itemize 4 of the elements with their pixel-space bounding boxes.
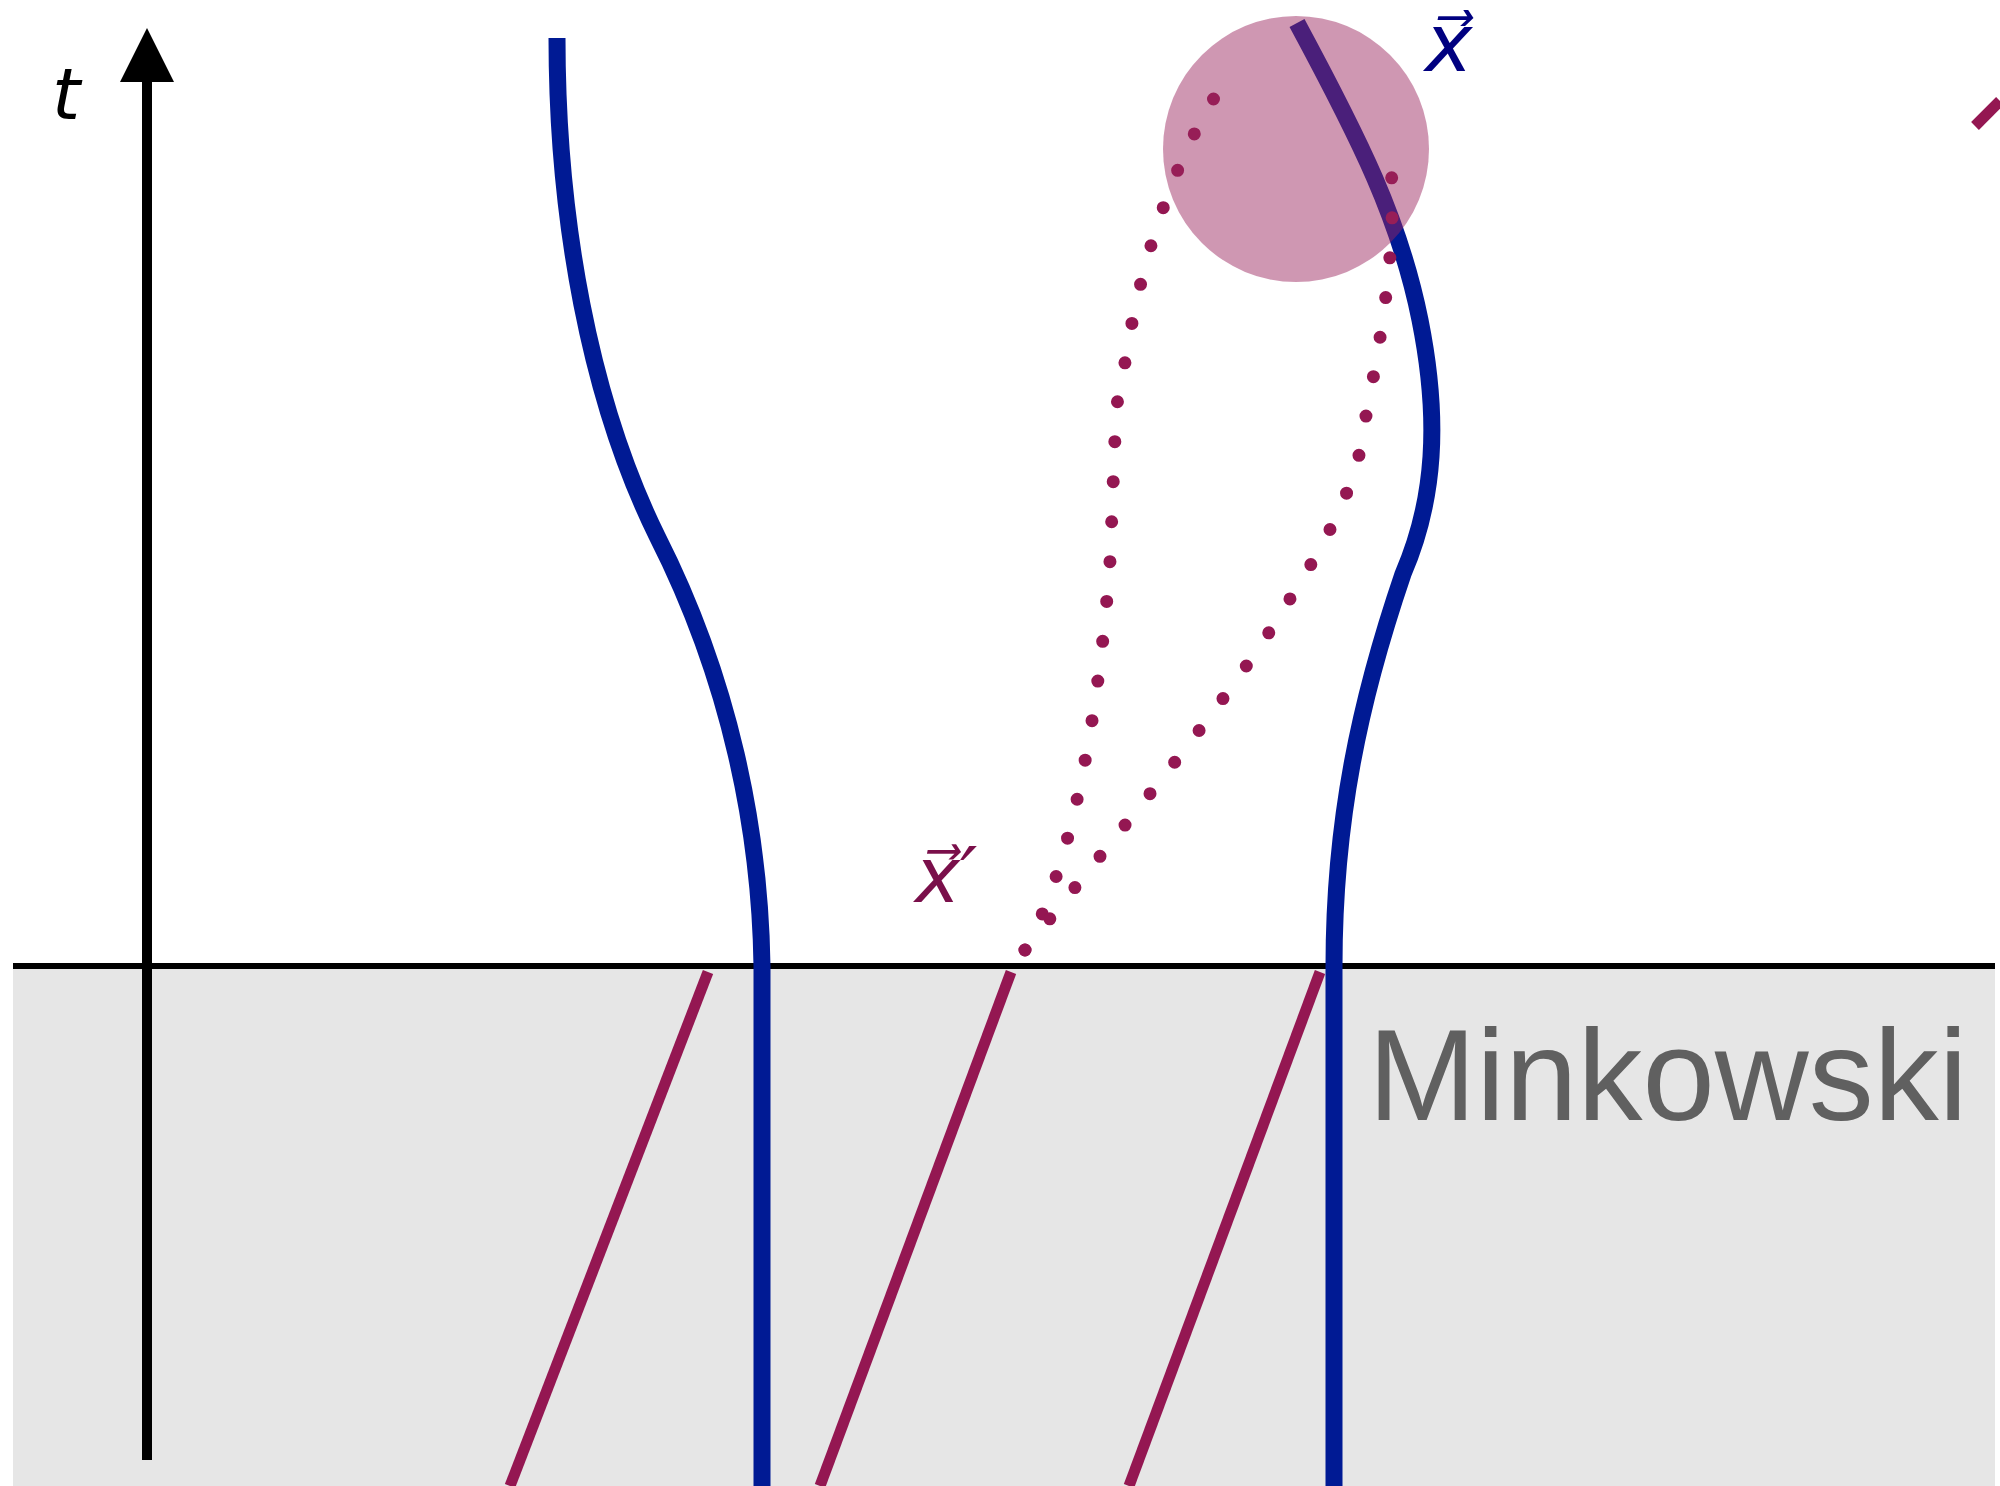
- vector-label: x⃗′: [915, 838, 978, 914]
- vector-label: x⃗: [1425, 4, 1473, 84]
- region-label: Minkowski: [1368, 1010, 1968, 1140]
- axis-label: t: [52, 58, 81, 130]
